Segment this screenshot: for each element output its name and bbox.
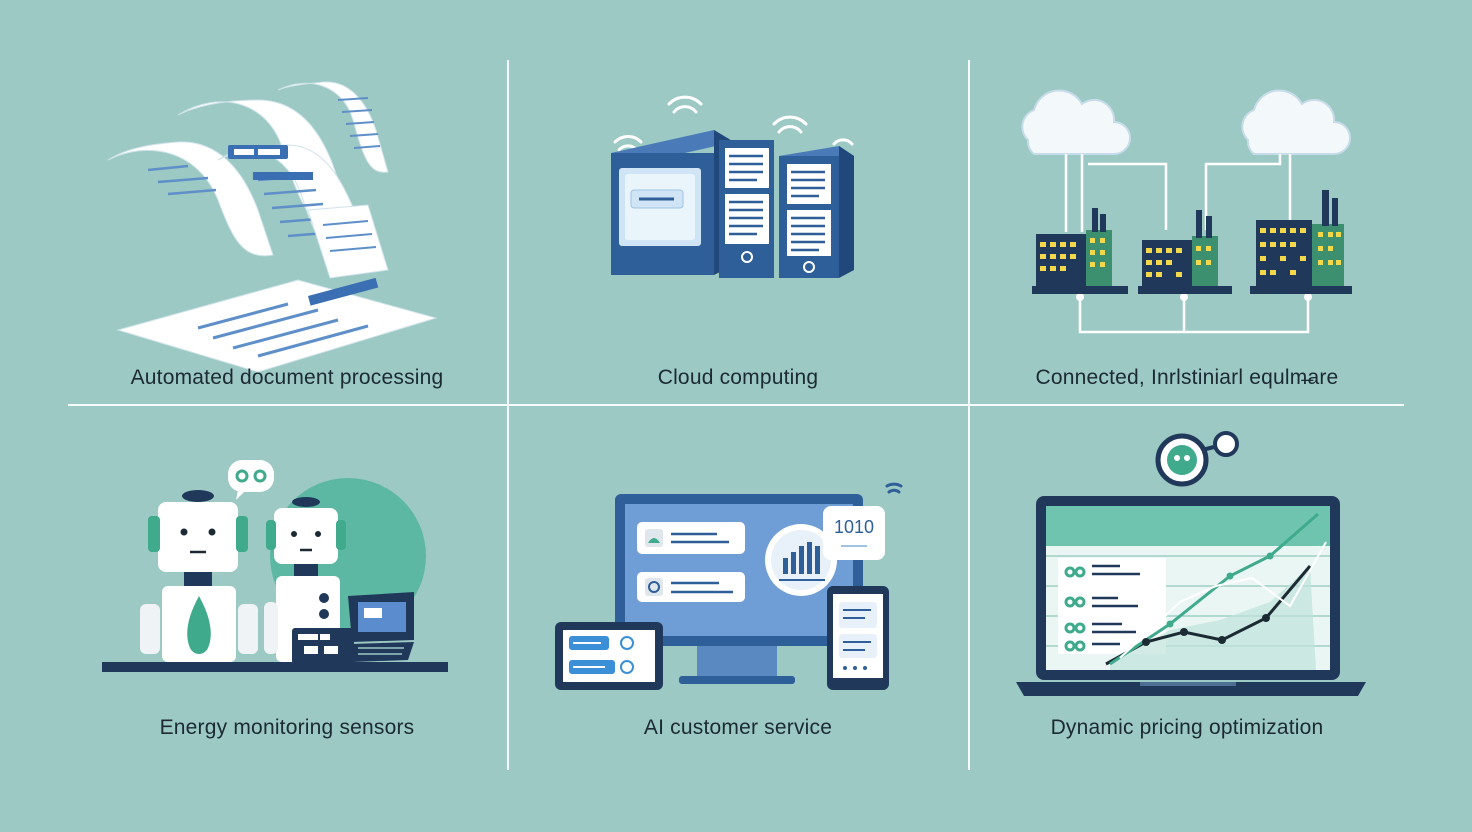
devices-icon: 1010 [555,482,903,690]
panel-industrial-equipment: Connected, Inrlstiniarl equlm̶are [970,60,1404,404]
robots-icon [102,460,448,672]
panel-dynamic-pricing: Dynamic pricing optimization [970,406,1404,770]
divider-horizontal [68,404,1404,406]
documents-icon [107,81,438,373]
laptop-chart-icon [1016,431,1366,696]
factory-cloud-icon [1021,89,1352,334]
divider-vertical-right [968,60,970,770]
caption-document-processing: Automated document processing [130,366,444,389]
divider-vertical-left [507,60,509,770]
caption-dynamic-pricing: Dynamic pricing optimization [1050,716,1324,739]
caption-cloud-computing: Cloud computing [657,366,819,389]
panel-cloud-computing: Cloud computing [509,60,967,404]
caption-energy-monitoring: Energy monitoring sensors [159,716,415,739]
server-icon [611,95,854,278]
panel-document-processing: Automated document processing [68,60,506,404]
panel-energy-monitoring: Energy monitoring sensors [68,406,506,770]
panel-ai-customer-service: 1010 AI customer service [509,406,967,770]
caption-industrial-equipment: Connected, Inrlstiniarl equlm̶are [1035,366,1339,389]
monitor-badge: 1010 [834,517,874,537]
caption-ai-customer-service: AI customer service [643,716,833,739]
